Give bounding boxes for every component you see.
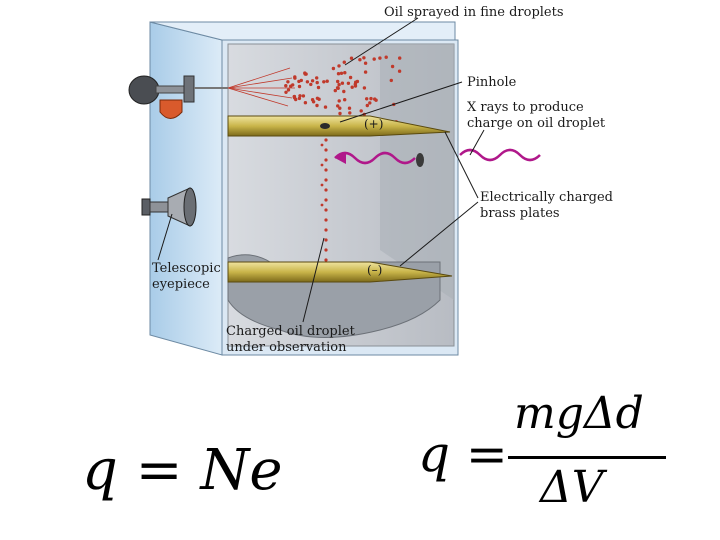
oil-droplet bbox=[315, 76, 319, 80]
oil-droplet bbox=[297, 84, 302, 89]
oil-droplet bbox=[355, 79, 360, 84]
equation2-lhs: q = bbox=[418, 425, 508, 483]
oil-droplet bbox=[343, 98, 347, 102]
oil-droplet bbox=[338, 106, 342, 110]
oil-droplet bbox=[293, 76, 297, 80]
oil-droplet bbox=[292, 94, 296, 99]
oil-droplet bbox=[365, 97, 369, 101]
oil-droplet bbox=[286, 88, 291, 92]
equation2-denominator: ΔV bbox=[540, 462, 604, 513]
oil-droplet bbox=[343, 71, 347, 75]
label-xrays-line1: X rays to produce bbox=[467, 100, 584, 115]
top-brass-plate: (+) bbox=[227, 115, 451, 137]
label-xrays-line2: charge on oil droplet bbox=[467, 116, 606, 131]
oil-droplet bbox=[384, 55, 388, 59]
oil-droplet bbox=[378, 56, 382, 60]
oil-droplet bbox=[346, 81, 351, 86]
label-pinhole: Pinhole bbox=[467, 75, 517, 90]
oil-droplet bbox=[338, 111, 342, 116]
oil-droplet bbox=[284, 90, 288, 95]
oil-droplet bbox=[342, 89, 346, 94]
diagram-labels: Oil sprayed in fine droplets Pinhole X r… bbox=[152, 5, 613, 355]
oil-droplet bbox=[315, 103, 319, 108]
oil-droplet bbox=[337, 99, 341, 103]
oil-droplet bbox=[339, 71, 344, 76]
oil-droplets bbox=[284, 55, 402, 135]
oil-droplet bbox=[389, 78, 393, 83]
oil-droplet bbox=[369, 96, 373, 101]
oil-droplet bbox=[373, 97, 377, 101]
oil-droplet bbox=[340, 81, 345, 85]
oil-droplet bbox=[316, 85, 321, 90]
label-droplet-line2: under observation bbox=[226, 340, 347, 355]
oil-droplet bbox=[335, 86, 340, 90]
oil-droplet bbox=[350, 85, 354, 89]
xray-beam bbox=[334, 148, 541, 167]
label-plates-line1: Electrically charged bbox=[480, 190, 613, 205]
oil-droplet bbox=[347, 106, 352, 110]
oil-droplet bbox=[358, 58, 362, 62]
minus-sign: (–) bbox=[367, 263, 382, 277]
oil-spray bbox=[227, 67, 295, 107]
plus-sign: (+) bbox=[364, 117, 383, 131]
oil-droplet bbox=[337, 64, 341, 68]
fraction-bar bbox=[508, 456, 666, 459]
oil-droplet bbox=[331, 66, 336, 71]
oil-droplet bbox=[310, 79, 315, 83]
oil-droplet bbox=[372, 57, 376, 61]
oil-droplet bbox=[349, 56, 354, 60]
oil-droplet bbox=[315, 96, 320, 101]
falling-droplet-path bbox=[320, 138, 328, 262]
oil-droplet bbox=[315, 80, 319, 85]
oil-droplet bbox=[336, 104, 340, 108]
oil-droplet bbox=[397, 69, 402, 73]
oil-droplet bbox=[363, 70, 368, 74]
oil-droplet bbox=[363, 61, 368, 65]
leader-lines bbox=[157, 17, 485, 323]
oil-droplet bbox=[348, 75, 353, 80]
oil-droplet bbox=[298, 94, 302, 98]
oil-droplet bbox=[390, 64, 395, 69]
label-eyepiece-line2: eyepiece bbox=[152, 277, 210, 292]
oil-droplet bbox=[342, 60, 346, 64]
telescope-eyepiece-icon bbox=[141, 187, 197, 227]
oil-droplet bbox=[325, 79, 329, 83]
oil-droplet bbox=[322, 80, 326, 84]
oil-droplet bbox=[365, 103, 369, 108]
oil-droplet bbox=[333, 88, 337, 93]
label-plates-line2: brass plates bbox=[480, 206, 560, 221]
oil-droplet bbox=[291, 83, 295, 87]
atomizer-icon bbox=[128, 75, 228, 119]
equation-charge-quantization: q = Ne bbox=[82, 438, 283, 503]
oil-droplet bbox=[303, 101, 308, 105]
oil-droplet bbox=[299, 78, 303, 83]
oil-droplet bbox=[336, 79, 340, 84]
oil-droplet bbox=[310, 98, 315, 102]
oil-droplet bbox=[368, 101, 372, 105]
oil-droplet bbox=[337, 83, 341, 87]
oil-droplet bbox=[359, 109, 363, 113]
oil-droplet bbox=[303, 71, 307, 75]
label-eyepiece-line1: Telescopic bbox=[152, 261, 221, 276]
oil-droplet bbox=[301, 94, 306, 98]
oil-droplet bbox=[297, 96, 302, 101]
oil-droplet bbox=[305, 80, 310, 84]
bottom-brass-plate: (–) bbox=[227, 261, 453, 283]
oil-droplet bbox=[294, 97, 298, 102]
label-droplet-line1: Charged oil droplet bbox=[226, 324, 356, 339]
oil-droplet bbox=[336, 72, 341, 76]
label-oil-sprayed: Oil sprayed in fine droplets bbox=[384, 5, 564, 20]
oil-droplet bbox=[348, 111, 352, 115]
oil-droplet bbox=[286, 80, 290, 84]
oil-droplet bbox=[353, 84, 358, 88]
oil-droplet bbox=[309, 82, 313, 87]
oil-droplet bbox=[398, 56, 402, 60]
equation2-numerator: mgΔd bbox=[514, 388, 644, 439]
oil-droplet bbox=[362, 56, 366, 60]
oil-droplet bbox=[284, 84, 288, 88]
oil-droplet bbox=[362, 86, 367, 90]
oil-droplet bbox=[323, 105, 328, 109]
